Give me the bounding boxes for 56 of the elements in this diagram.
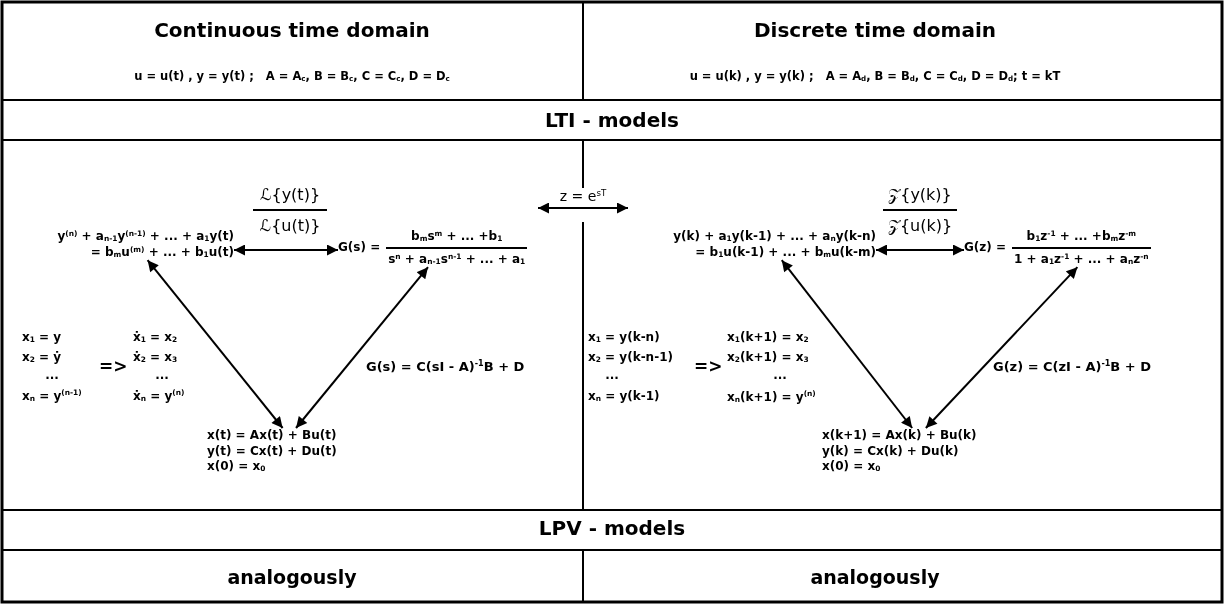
implies-sign: => bbox=[99, 356, 128, 378]
ellipsis: ... bbox=[155, 367, 169, 383]
double-arrow bbox=[233, 244, 339, 256]
equation: x$_{1}$(k+1) = x$_{2}$ bbox=[727, 329, 809, 345]
table-cell-text: analogously bbox=[810, 566, 940, 590]
section-heading: LTI - models bbox=[545, 107, 679, 133]
fraction-numerator: b$_{1}$z$^{-1}$ + ... +b$_{m}$z$^{-m}$ bbox=[1025, 229, 1138, 246]
double-arrow bbox=[537, 202, 629, 214]
fraction-numerator: b$_{m}$s$^{m}$ + ... +b$_{1}$ bbox=[410, 229, 504, 246]
fraction-denominator: 1 + a$_{1}$z$^{-1}$ + ... + a$_{n}$z$^{-n}$ bbox=[1012, 246, 1151, 268]
equation: x$_{n}$ = y$^{(n-1)}$ bbox=[22, 388, 82, 404]
equation: G(z) = bbox=[964, 240, 1007, 256]
implies-sign: => bbox=[694, 356, 723, 378]
equation: = b$_{m}$u$^{(m)}$ + ... + b$_{1}$u(t) bbox=[89, 244, 234, 261]
equation: G(z) = C(zI - A)$^{-1}$B + D bbox=[993, 358, 1151, 376]
equation: ẋ$_{1}$ = x$_{2}$ bbox=[133, 329, 178, 345]
table-cell-text: analogously bbox=[227, 566, 357, 590]
equation: ẋ$_{2}$ = x$_{3}$ bbox=[133, 349, 178, 365]
equation: x$_{n}$(k+1) = y$^{(n)}$ bbox=[727, 389, 816, 405]
fraction-denominator: 𝒵{u(k)} bbox=[887, 216, 953, 236]
equation: x$_{n}$ = y(k-1) bbox=[588, 388, 660, 404]
equation: x(0) = x$_{0}$ bbox=[207, 459, 267, 475]
double-arrow bbox=[924, 266, 1079, 429]
double-arrow bbox=[780, 259, 914, 429]
equation: x$_{2}$(k+1) = x$_{3}$ bbox=[727, 349, 809, 365]
equation: x$_{2}$ = ẏ bbox=[22, 349, 62, 365]
ellipsis: ... bbox=[45, 367, 59, 383]
double-arrow bbox=[146, 259, 284, 429]
double-arrow bbox=[875, 244, 965, 256]
equation: y$^{(n)}$ + a$_{n-1}$y$^{(n-1)}$ + ... + a$_{1}$y(t) bbox=[56, 229, 234, 245]
double-arrow bbox=[295, 266, 429, 429]
equation: y(k) = Cx(k) + Du(k) bbox=[822, 443, 960, 460]
ellipsis: ... bbox=[605, 367, 619, 383]
section-heading: LPV - models bbox=[538, 515, 686, 541]
equation: u = u(k) , y = y(k) ; A = A$_{d}$, B = B$_{d}$, C = C$_{d}$, D = D$_{d}$; t = kT bbox=[689, 68, 1061, 84]
equation: G(s) = C(sI - A)$^{-1}$B + D bbox=[366, 358, 525, 376]
fraction-denominator: ℒ{u(t)} bbox=[259, 216, 321, 236]
fraction-denominator: s$^{n}$ + a$_{n-1}$s$^{n-1}$ + ... + a$_{1}$ bbox=[386, 246, 528, 268]
equation: x(t) = Ax(t) + Bu(t) bbox=[207, 428, 338, 444]
equation: x(0) = x$_{0}$ bbox=[822, 459, 882, 475]
equation: = b$_{1}$u(k-1) + ... + b$_{m}$u(k-m) bbox=[694, 244, 876, 261]
equation: x(k+1) = Ax(k) + Bu(k) bbox=[822, 428, 978, 444]
equation: u = u(t) , y = y(t) ; A = A$_{c}$, B = B$_{c}$, C = C$_{c}$, D = D$_{c}$ bbox=[134, 68, 450, 84]
equation: x$_{1}$ = y(k-n) bbox=[588, 329, 660, 345]
fraction-numerator: 𝒵{y(k)} bbox=[888, 185, 952, 205]
fraction-numerator: ℒ{y(t)} bbox=[259, 185, 321, 205]
equation: G(s) = bbox=[338, 240, 381, 256]
equation: ẋ$_{n}$ = y$^{(n)}$ bbox=[133, 388, 185, 404]
equation: y(k) + a$_{1}$y(k-1) + ... + a$_{n}$y(k-n) bbox=[672, 229, 876, 245]
edge-label: z = e$^{sT}$ bbox=[557, 188, 609, 204]
column-heading: Discrete time domain bbox=[754, 17, 996, 43]
equation: x$_{2}$ = y(k-n-1) bbox=[588, 349, 673, 365]
column-heading: Continuous time domain bbox=[154, 17, 430, 43]
equation: y(t) = Cx(t) + Du(t) bbox=[207, 443, 338, 460]
ellipsis: ... bbox=[773, 367, 787, 383]
equation: x$_{1}$ = y bbox=[22, 329, 62, 345]
